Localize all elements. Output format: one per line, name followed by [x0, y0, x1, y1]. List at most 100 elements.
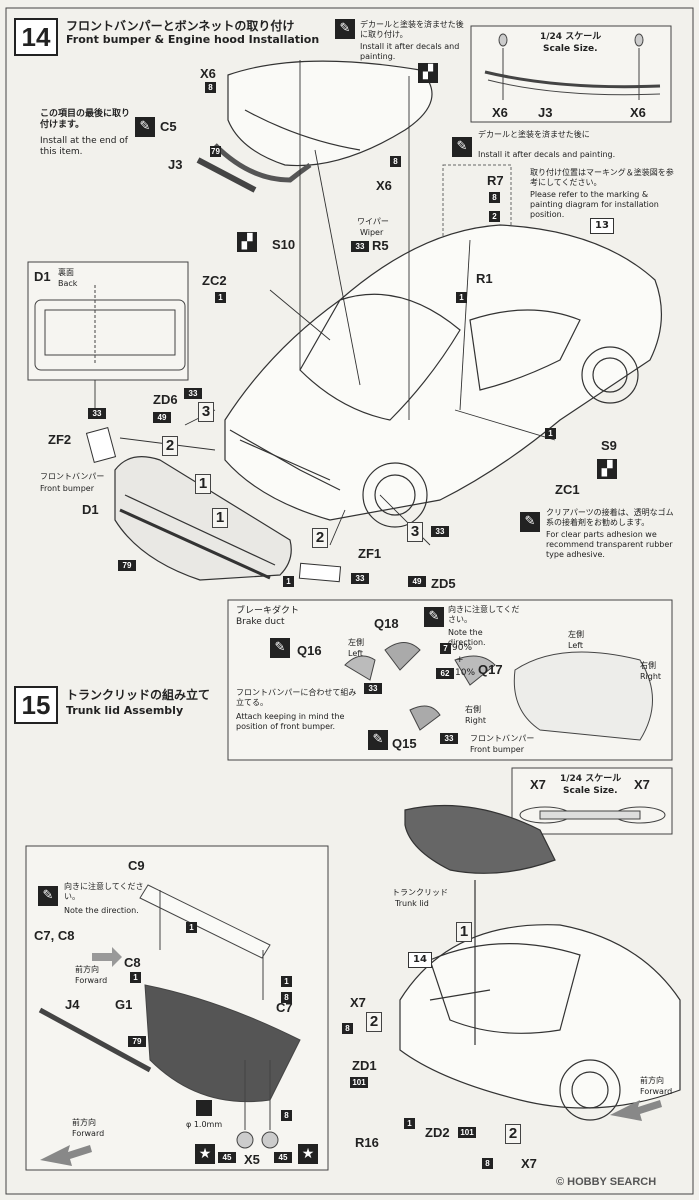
- color-62-badge: 62: [436, 668, 454, 679]
- forward-en: Forward: [75, 976, 108, 985]
- right-en: Right: [465, 716, 487, 725]
- forward-jp-right: 前方向: [640, 1076, 664, 1085]
- part-r16: R16: [355, 1135, 379, 1150]
- left-jp: 左側: [348, 638, 364, 647]
- part-x7-scale-left: X7: [530, 777, 546, 792]
- color-8-badge: 8: [342, 1023, 353, 1034]
- step-15-title-jp: トランクリッドの組み立て: [66, 688, 211, 702]
- part-x7-bottom: X7: [521, 1156, 537, 1171]
- step15-scale-inset: [511, 767, 673, 835]
- color-45-badge: 45: [218, 1152, 236, 1163]
- last-item-jp: この項目の最後に取り付けます。: [40, 109, 131, 130]
- part-x6-right: X6: [376, 178, 392, 193]
- paintbrush-icon: ✎: [452, 137, 472, 157]
- part-q16: Q16: [297, 643, 322, 658]
- mix-90: 90%: [452, 643, 473, 653]
- front-bumper-drawing: [114, 456, 292, 581]
- color-8-badge: 8: [390, 156, 401, 167]
- part-zd2: ZD2: [425, 1125, 450, 1140]
- front-bumper-en-duct: Front bumper: [470, 745, 525, 754]
- decal-note-en: Install it after decals and painting.: [360, 42, 460, 61]
- forward-arrow-left: [40, 1145, 92, 1166]
- mix-10: 10%: [455, 668, 476, 678]
- left-en: Left: [348, 649, 364, 658]
- front-bumper-jp: フロントバンパー: [40, 472, 105, 481]
- color-1-badge: 1: [404, 1118, 415, 1129]
- mix-plus: +: [456, 655, 464, 665]
- scale-label-jp-15: 1/24 スケール: [560, 774, 622, 784]
- scale-label-en-15: Scale Size.: [563, 786, 618, 796]
- watermark: © HOBBY SEARCH: [556, 1176, 657, 1188]
- step15-left-panel-drawing: [25, 845, 329, 1171]
- paintbrush-icon: ✎: [38, 886, 58, 906]
- paintbrush-icon: ✎: [520, 512, 540, 532]
- part-s9: S9: [601, 438, 617, 453]
- star-icon: ★: [298, 1144, 318, 1164]
- color-101-badge: 101: [350, 1077, 368, 1088]
- color-79-badge: 79: [210, 146, 221, 157]
- left-jp-car: 左側: [568, 630, 584, 639]
- color-49-badge: 49: [153, 412, 171, 423]
- part-zc2: ZC2: [202, 273, 227, 288]
- part-x6-scale-right: X6: [630, 105, 646, 120]
- step-14-title-jp: フロントバンパーとボンネットの取り付け: [66, 19, 295, 33]
- left-en-car: Left: [568, 641, 584, 650]
- color-1-badge: 1: [215, 292, 226, 303]
- right-jp: 右側: [465, 705, 481, 714]
- ref-step-14: 14: [408, 952, 432, 968]
- color-33-badge: 33: [351, 241, 369, 252]
- part-s10: S10: [272, 237, 296, 252]
- decal-paint-note-jp: デカールと塗装を済ませた後に: [478, 130, 590, 139]
- step-2-marker: 2: [366, 1012, 382, 1032]
- star-icon: ★: [195, 1144, 215, 1164]
- drill-size: φ 1.0mm: [186, 1120, 223, 1129]
- color-8-badge: 8: [205, 82, 216, 93]
- part-zf2: ZF2: [48, 432, 72, 447]
- front-bumper-jp-duct: フロントバンパー: [470, 734, 535, 743]
- color-33-badge: 33: [88, 408, 106, 419]
- color-101-badge: 101: [458, 1127, 476, 1138]
- color-79-badge: 79: [128, 1036, 146, 1047]
- step-3-marker: 3: [407, 522, 423, 542]
- step-2-marker: 2: [162, 436, 178, 456]
- part-x7-left: X7: [350, 995, 366, 1010]
- ref-step-13: 13: [590, 218, 614, 234]
- part-x7-scale-right: X7: [634, 777, 650, 792]
- car-body-drawing: [224, 224, 662, 528]
- forward-en-bottom: Forward: [72, 1129, 105, 1138]
- engine-hood-drawing: [196, 60, 433, 193]
- last-item-en: Install at the end of this item.: [40, 136, 128, 157]
- scale-label-jp: 1/24 スケール: [540, 32, 602, 42]
- part-q17: Q17: [478, 662, 503, 677]
- part-j3-scale: J3: [538, 105, 553, 120]
- page-frame: [5, 7, 694, 1195]
- direction-arrow: [92, 947, 122, 967]
- part-x6-scale-left: X6: [492, 105, 508, 120]
- color-1-badge: 1: [130, 972, 141, 983]
- trunk-car-drawing: [399, 804, 681, 1121]
- part-d1: D1: [82, 502, 99, 517]
- part-j4: J4: [65, 997, 80, 1012]
- part-c7: C7: [276, 1000, 293, 1015]
- part-zf1: ZF1: [358, 546, 382, 561]
- step-1-marker: 1: [195, 474, 211, 494]
- paintbrush-icon: ✎: [135, 117, 155, 137]
- wiper-jp: ワイパー: [357, 217, 389, 226]
- part-d1-back: D1: [34, 269, 51, 284]
- decal-icon: ▞: [418, 63, 438, 83]
- decal-note-jp: デカールと塗装を済ませた後に取り付け。: [360, 20, 464, 39]
- trunk-lid-jp: トランクリッド: [392, 888, 448, 897]
- color-8-badge: 8: [281, 992, 292, 1003]
- paintbrush-icon: ✎: [270, 638, 290, 658]
- step-1-marker: 1: [212, 508, 228, 528]
- part-r5: R5: [372, 238, 389, 253]
- color-33-badge: 33: [440, 733, 458, 744]
- part-c5: C5: [160, 119, 177, 134]
- color-45-badge: 45: [274, 1152, 292, 1163]
- step-15-title-en: Trunk lid Assembly: [66, 704, 184, 717]
- back-inset-drawing: [27, 261, 189, 381]
- front-bumper-en: Front bumper: [40, 484, 95, 493]
- clear-note-en: For clear parts adhesion we recommend tr…: [546, 530, 673, 559]
- wiper-en: Wiper: [360, 228, 384, 237]
- part-x5: X5: [244, 1152, 260, 1167]
